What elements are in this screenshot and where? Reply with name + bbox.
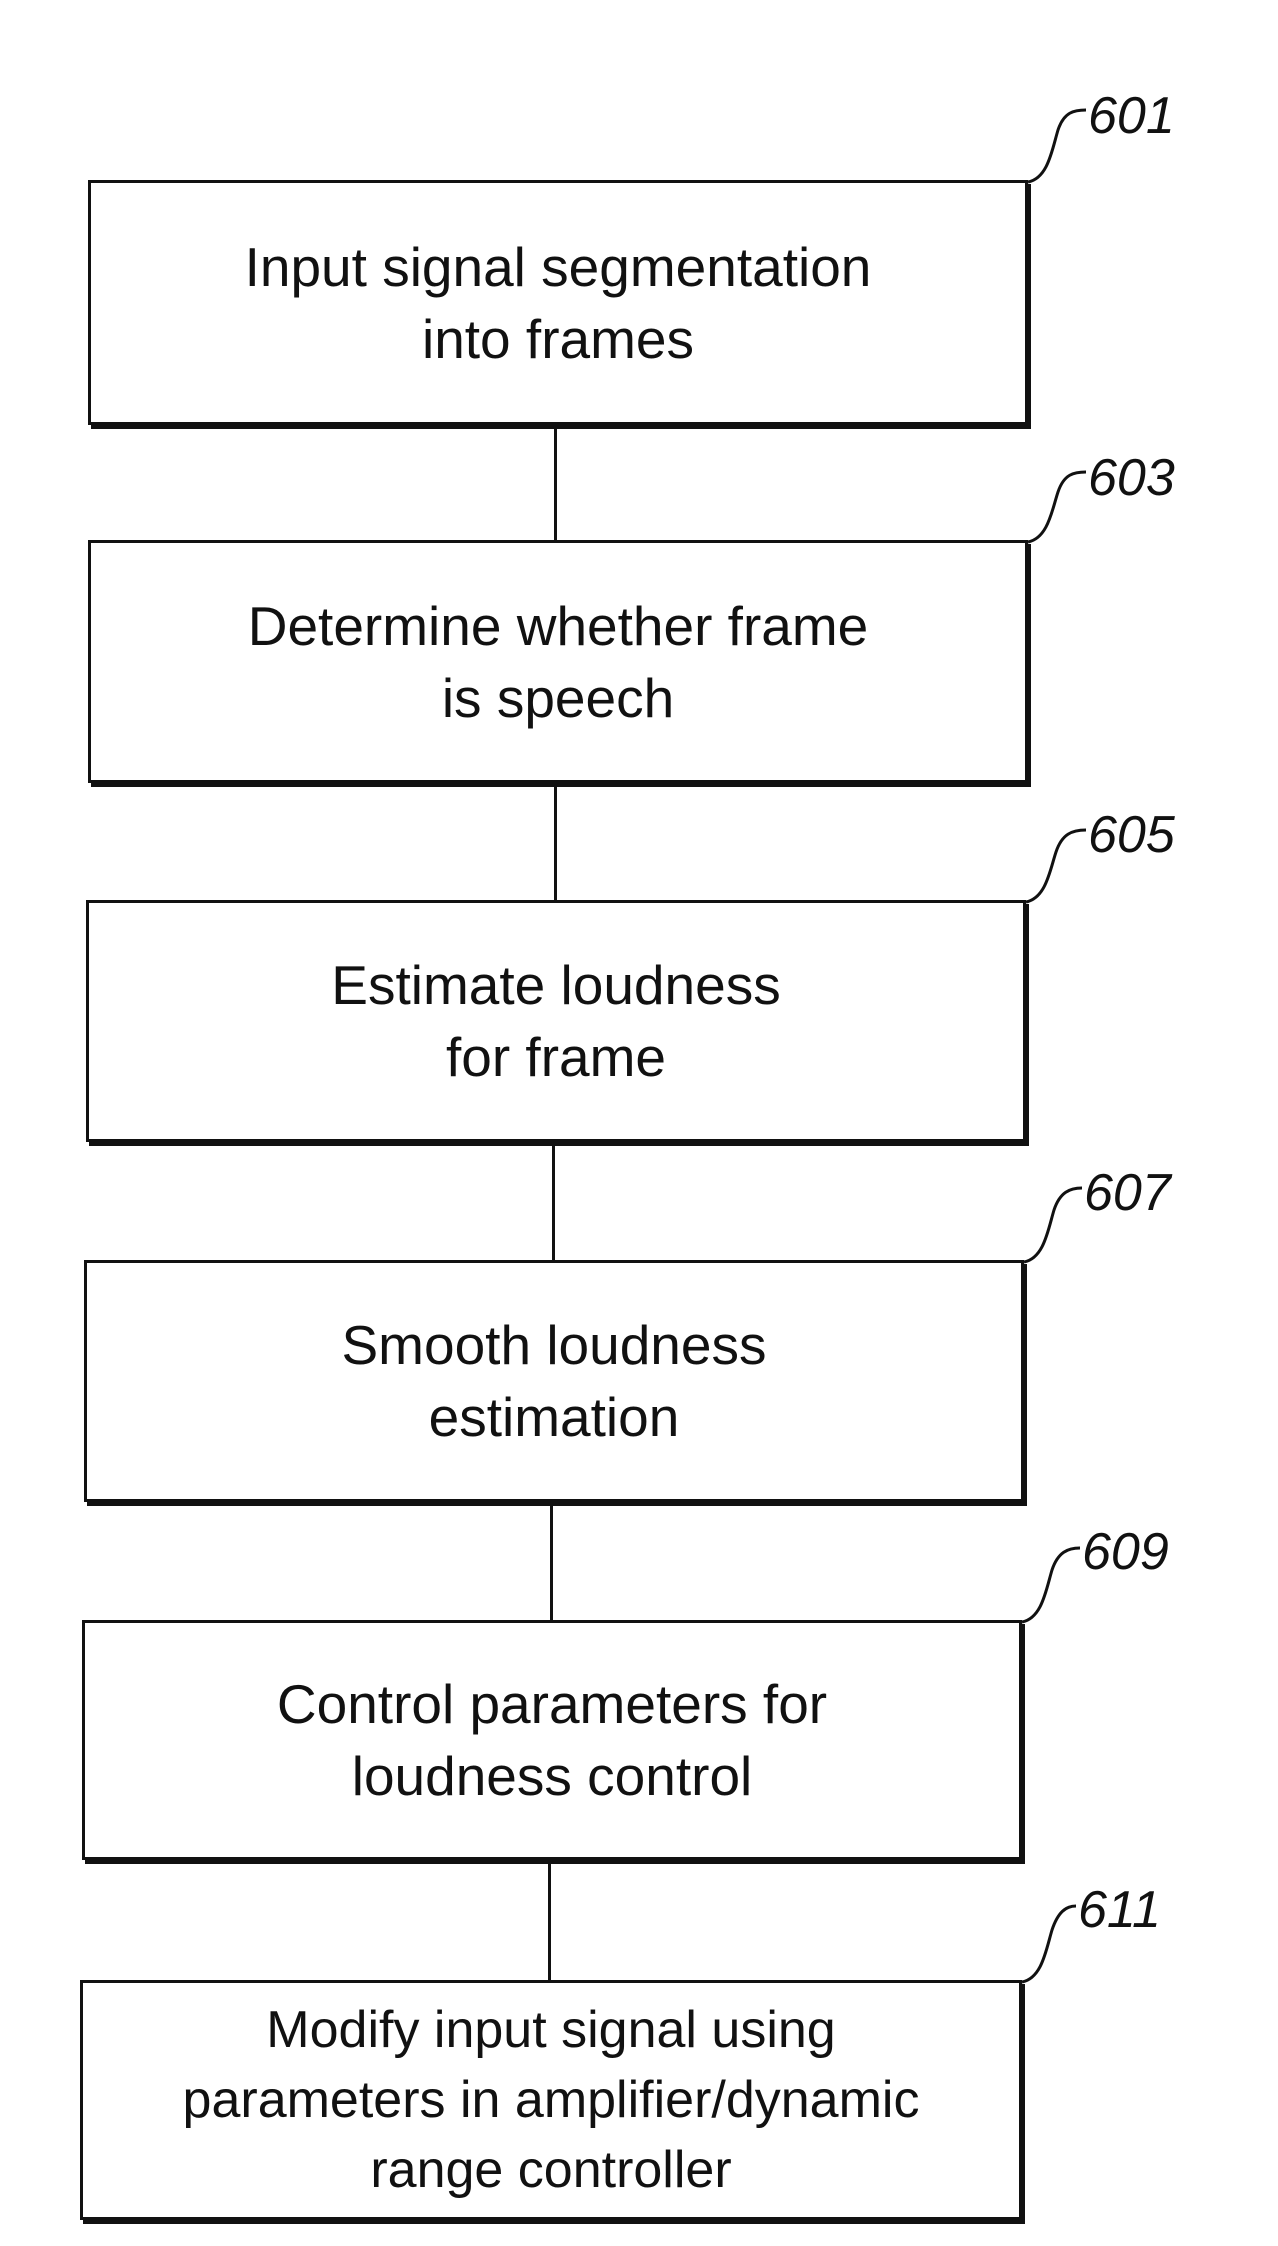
step-box-605: Estimate loudness for frame xyxy=(86,900,1026,1142)
step-box-603: Determine whether frame is speech xyxy=(88,540,1028,783)
connector-603-605 xyxy=(554,786,557,900)
step-label-605: Estimate loudness for frame xyxy=(331,949,780,1093)
connector-605-607 xyxy=(552,1145,555,1260)
leader-line-609 xyxy=(1022,1548,1080,1622)
connector-607-609 xyxy=(550,1505,553,1620)
step-label-603: Determine whether frame is speech xyxy=(248,590,869,734)
step-box-607: Smooth loudness estimation xyxy=(84,1260,1024,1502)
leader-line-605 xyxy=(1026,830,1086,902)
leader-line-611 xyxy=(1022,1906,1076,1982)
leader-line-603 xyxy=(1028,472,1086,542)
ref-number-607: 607 xyxy=(1084,1163,1171,1223)
ref-number-601: 601 xyxy=(1088,86,1175,146)
leader-line-607 xyxy=(1024,1188,1082,1262)
ref-number-609: 609 xyxy=(1082,1522,1169,1582)
leader-line-601 xyxy=(1028,110,1086,182)
step-box-611: Modify input signal using parameters in … xyxy=(80,1980,1022,2220)
ref-number-611: 611 xyxy=(1078,1880,1161,1940)
step-label-601: Input signal segmentation into frames xyxy=(245,231,872,375)
step-label-607: Smooth loudness estimation xyxy=(342,1309,767,1453)
step-box-609: Control parameters for loudness control xyxy=(82,1620,1022,1860)
ref-number-603: 603 xyxy=(1088,448,1175,508)
step-box-601: Input signal segmentation into frames xyxy=(88,180,1028,425)
connector-601-603 xyxy=(554,428,557,540)
step-label-611: Modify input signal using parameters in … xyxy=(183,1995,920,2205)
ref-number-605: 605 xyxy=(1088,805,1175,865)
step-label-609: Control parameters for loudness control xyxy=(277,1668,827,1812)
connector-609-611 xyxy=(548,1863,551,1980)
